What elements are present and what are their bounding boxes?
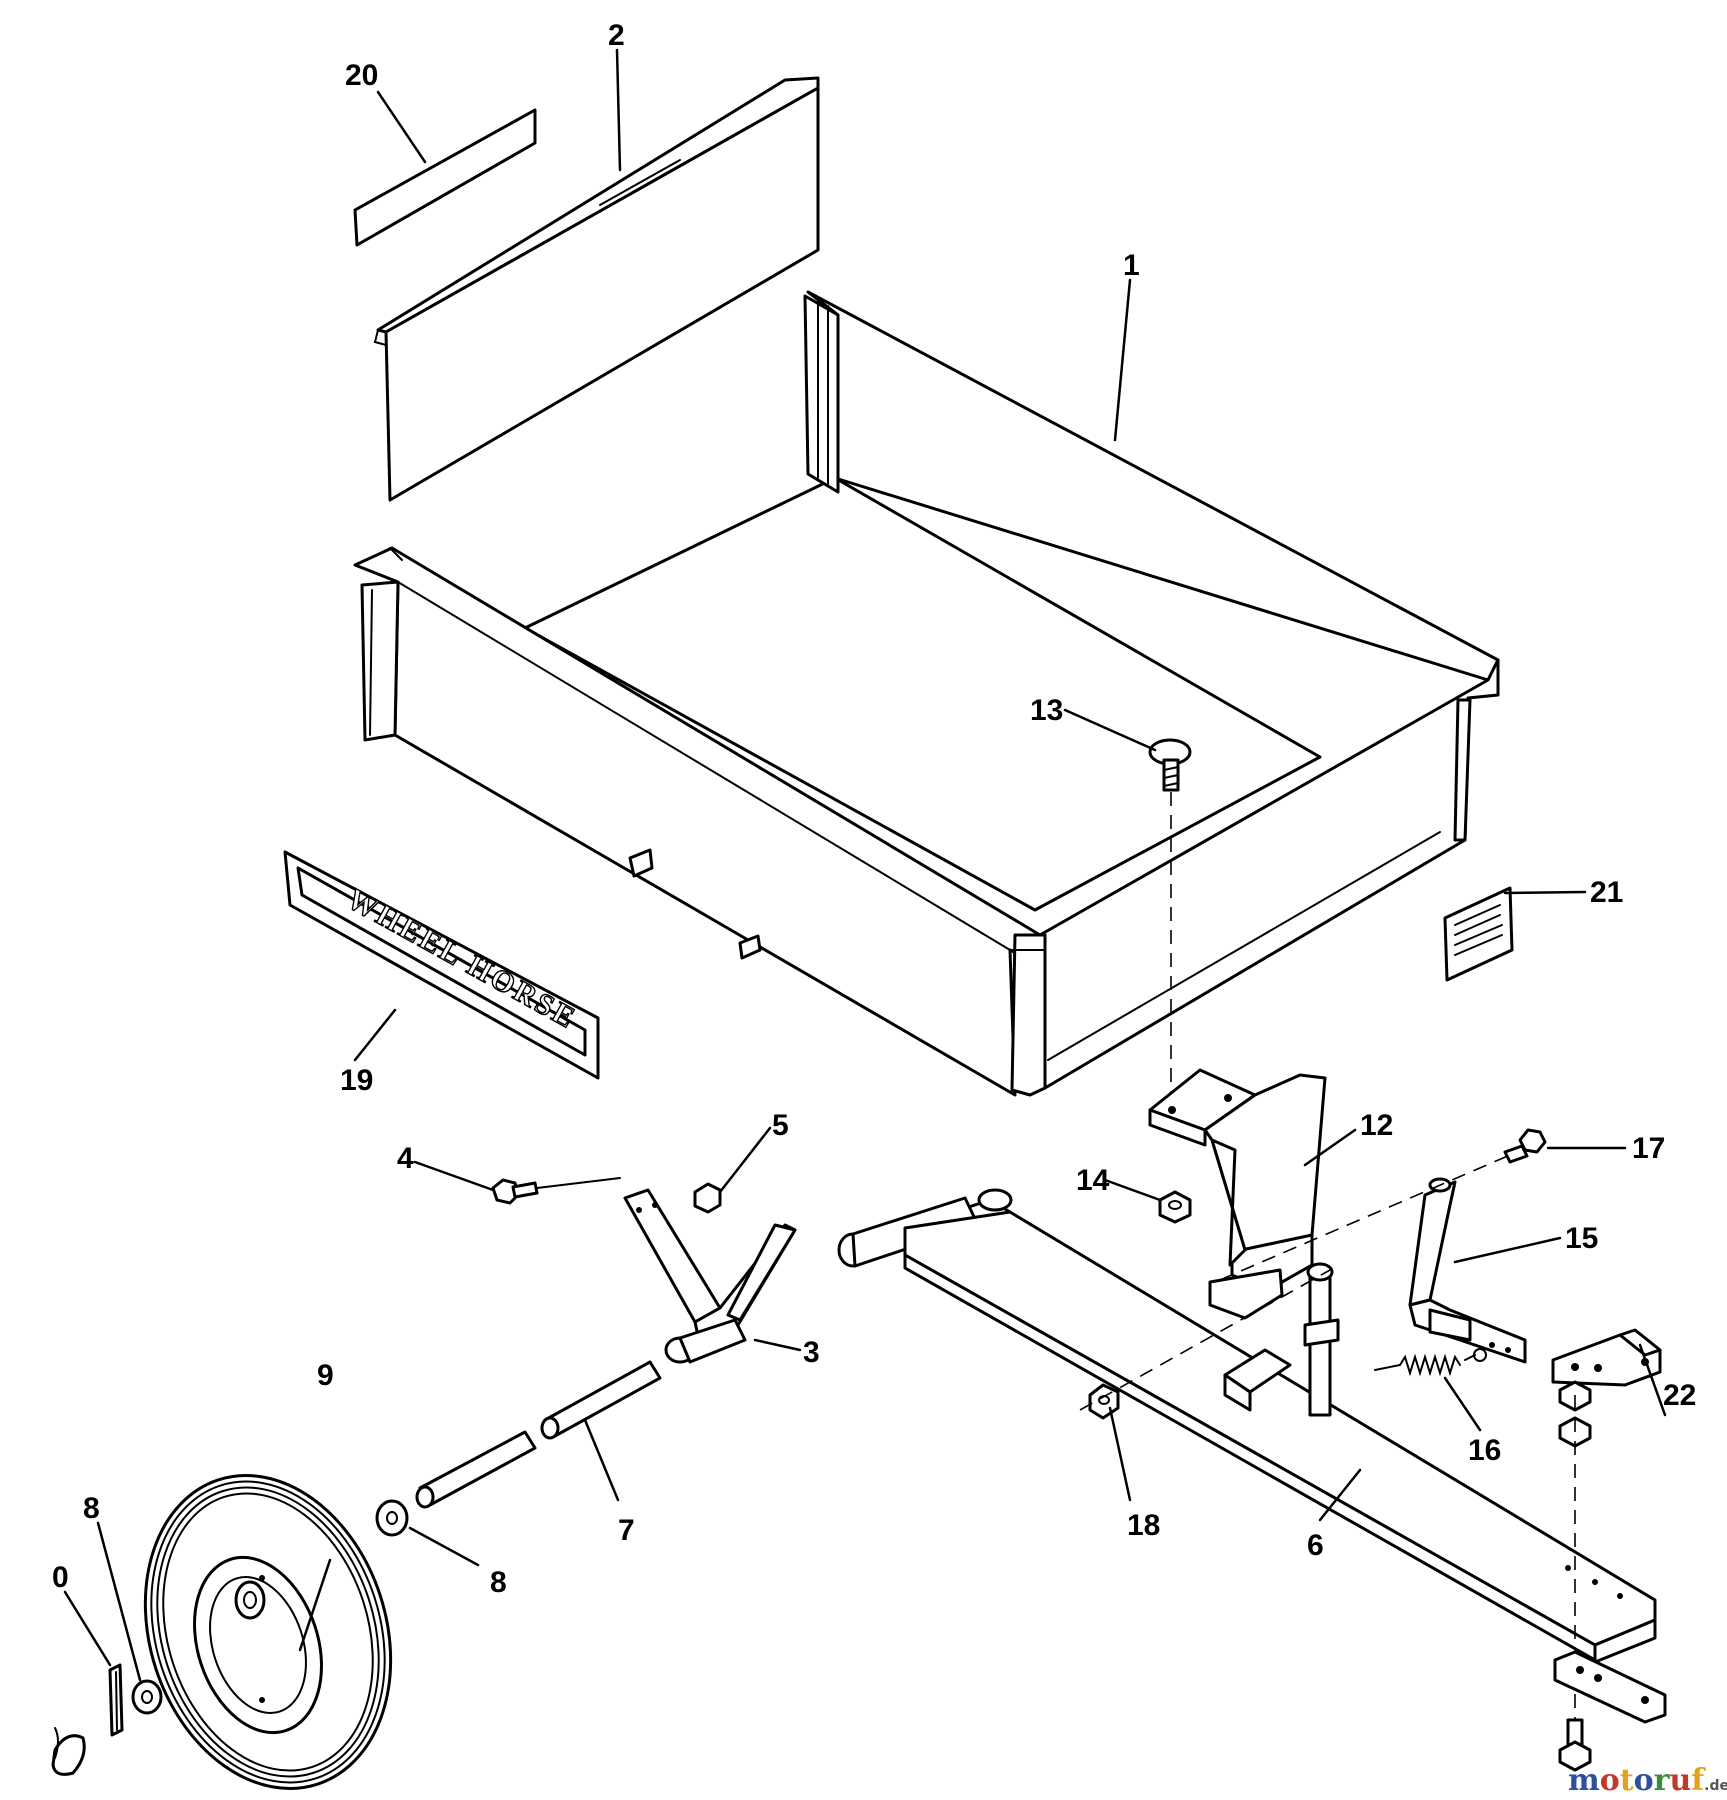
callout-4: 4	[397, 1142, 414, 1175]
part-22-clamp-plate	[1551, 1328, 1662, 1387]
clamp-bottom-plate	[1553, 1650, 1667, 1724]
watermark-letter: u	[1669, 1763, 1691, 1798]
watermark-letter: f	[1691, 1763, 1706, 1798]
part-21-label	[1443, 886, 1514, 982]
callout-18: 18	[1127, 1509, 1160, 1542]
part-5-nut	[693, 1182, 722, 1214]
part-2-tailgate	[373, 76, 820, 502]
bolt-17-assembly-line	[1219, 1154, 1511, 1281]
hub-cap-edge	[54, 1727, 59, 1759]
callout-0: 0	[52, 1561, 69, 1594]
part-20-decal-strip	[353, 108, 537, 247]
callout-1: 1	[1123, 249, 1140, 282]
part-4-bolt	[491, 1178, 539, 1205]
leader-lines	[63, 48, 1667, 1682]
callout-17: 17	[1632, 1132, 1665, 1165]
nut-18-assembly-line	[1079, 1269, 1331, 1411]
callout-8-lower: 8	[490, 1566, 507, 1599]
watermark-logo: motoruf.de	[1568, 1763, 1727, 1798]
part-18-nut	[1088, 1383, 1120, 1420]
part-17-bolt	[1503, 1128, 1547, 1164]
part-16-spring	[1374, 1348, 1487, 1377]
part-15-lever	[1408, 1177, 1527, 1364]
bolt-4-assembly-line	[536, 1177, 621, 1189]
part-8-washer-outer	[131, 1679, 163, 1715]
watermark-letter: m	[1568, 1763, 1600, 1798]
part-3-axle-bracket	[623, 1188, 797, 1364]
callout-13: 13	[1030, 694, 1063, 727]
part-1-cart-box	[353, 290, 1500, 1097]
watermark-letter: o	[1600, 1763, 1620, 1798]
callout-5: 5	[772, 1109, 789, 1142]
part-6-tongue-frame	[837, 1188, 1657, 1664]
callout-7: 7	[618, 1514, 635, 1547]
callout-22: 22	[1663, 1379, 1696, 1412]
part-19-wheel-horse-decal: WHEEL HORSE	[283, 850, 600, 1080]
callout-12: 12	[1360, 1109, 1393, 1142]
callout-16: 16	[1468, 1434, 1501, 1467]
part-7-axle-pin	[415, 1360, 662, 1509]
decal-text: WHEEL HORSE	[342, 882, 583, 1036]
callout-15: 15	[1565, 1222, 1598, 1255]
watermark-suffix: .de	[1704, 1778, 1727, 1794]
callout-3: 3	[803, 1336, 820, 1369]
part-12-hitch-bracket	[1148, 1068, 1327, 1320]
part-8-washer-inner	[375, 1499, 409, 1537]
part-14-nut	[1158, 1190, 1192, 1224]
callout-20: 20	[345, 59, 378, 92]
watermark-letter: t	[1620, 1763, 1634, 1798]
callout-21: 21	[1590, 876, 1623, 909]
watermark-letter: o	[1634, 1763, 1654, 1798]
callout-19: 19	[340, 1064, 373, 1097]
watermark-letter: r	[1654, 1763, 1671, 1798]
callout-labels: 20 2 1 13 21 19 4 5 12 14 17 15 3 9 16 2…	[52, 19, 1696, 1599]
part-0-cotter-pin	[108, 1663, 124, 1737]
callout-6: 6	[1307, 1529, 1324, 1562]
part-13-carriage-bolt	[1148, 738, 1192, 792]
part-9-wheel	[143, 1474, 393, 1790]
callout-14: 14	[1076, 1164, 1110, 1197]
clamp-bottom-bolt	[1558, 1718, 1592, 1772]
callout-9: 9	[317, 1359, 334, 1392]
hub-cap	[51, 1734, 86, 1776]
callout-8-upper: 8	[83, 1492, 100, 1525]
callout-2: 2	[608, 19, 625, 52]
